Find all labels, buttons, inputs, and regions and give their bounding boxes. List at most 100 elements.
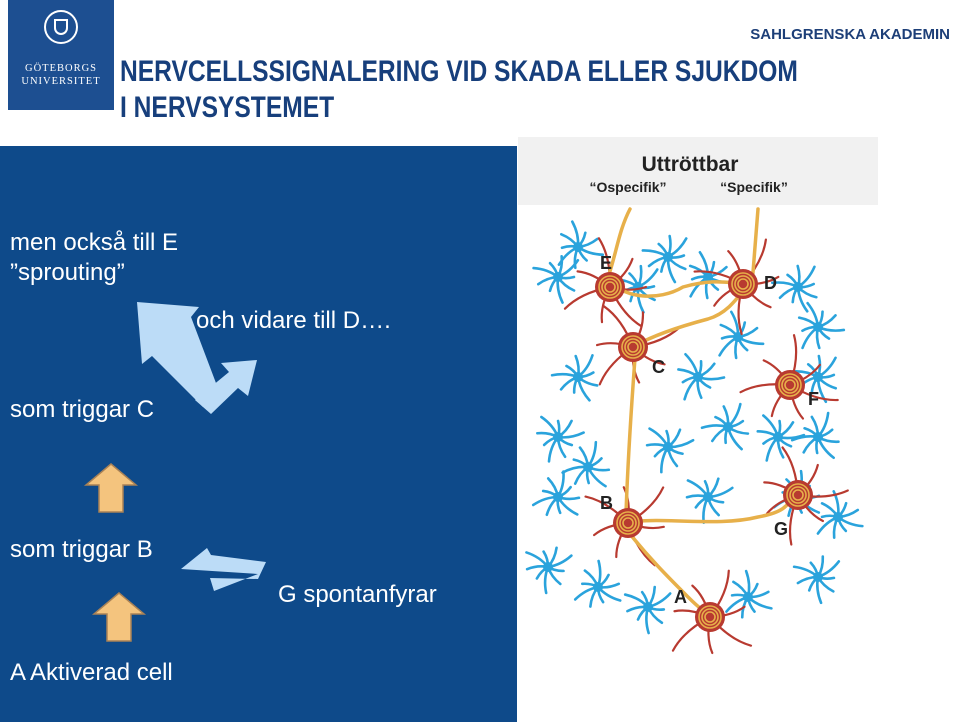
glia-cell (816, 490, 864, 539)
soma-ring (781, 376, 799, 394)
glia-body (793, 282, 803, 292)
arrow-up-to-b (91, 592, 147, 642)
label-d: D (764, 273, 777, 293)
neuron-somas (595, 269, 813, 632)
glia-body (703, 272, 713, 282)
neuron-network-diagram: Uttröttbar “Ospecifik” “Specifik” E D C … (518, 137, 878, 722)
label-b: B (600, 493, 613, 513)
soma-b (613, 508, 643, 538)
diagram-heading: Uttröttbar (642, 153, 739, 176)
text-g: G spontanfyrar (278, 581, 437, 608)
soma-ring (616, 511, 640, 535)
soma-ring (778, 373, 802, 397)
diagram-header-band (518, 137, 878, 205)
glia-body (813, 432, 823, 442)
glia-cell (718, 310, 765, 360)
glia-cell (525, 546, 573, 595)
logo-line-2: UNIVERSITET (21, 76, 101, 87)
glia-body (553, 432, 563, 442)
glia-cell (573, 559, 622, 608)
slide-title: NERVCELLSSIGNALERING VID SKADA ELLER SJU… (120, 55, 798, 124)
glia-body (813, 372, 823, 382)
soma-ring (601, 278, 619, 296)
glia-cell (792, 555, 841, 605)
soma-ring (621, 335, 645, 359)
glia-body (663, 442, 673, 452)
glia-body (773, 432, 783, 442)
glia-cell (531, 470, 581, 517)
soma-ring (624, 338, 642, 356)
glia-body (703, 492, 713, 502)
text-e-line1: men också till E (10, 229, 179, 256)
soma-c (618, 332, 648, 362)
glia-body (693, 372, 703, 382)
soma-ring (792, 489, 804, 501)
glia-body (733, 332, 743, 342)
glia-cell (645, 427, 695, 474)
glia-cell (685, 477, 734, 524)
label-c: C (652, 357, 665, 377)
soma-ring (789, 486, 807, 504)
arrow-to-d (195, 360, 257, 414)
glia-cell (623, 585, 672, 635)
soma-d (728, 269, 758, 299)
label-a: A (674, 587, 687, 607)
soma-ring (786, 483, 810, 507)
glia-cell (756, 414, 806, 462)
glia-body (593, 582, 603, 592)
arrow-to-e (137, 302, 219, 407)
glia-body (743, 592, 753, 602)
soma-a (695, 602, 725, 632)
arrow-up-to-c (83, 463, 139, 513)
text-b: som triggar B (10, 536, 153, 563)
text-c: som triggar C (10, 396, 155, 423)
text-e-line2: ”sprouting” (10, 259, 125, 286)
glia-cell (557, 220, 605, 270)
glia-body (813, 572, 823, 582)
logo-line-1: GÖTEBORGS (24, 63, 97, 74)
soma-ring (731, 272, 755, 296)
glia-body (663, 252, 673, 262)
diagram-subheading-right: “Specifik” (720, 179, 788, 195)
soma-e (595, 272, 625, 302)
organization-name: SAHLGRENSKA AKADEMIN (750, 26, 950, 43)
glia-body (723, 422, 733, 432)
glia-cell (532, 255, 580, 304)
soma-ring (704, 611, 716, 623)
glia-body (553, 492, 563, 502)
soma-ring (619, 514, 637, 532)
explanation-panel (0, 146, 517, 722)
glia-cells (525, 220, 864, 635)
diagram-subheading-left: “Ospecifik” (589, 179, 666, 195)
soma-f (775, 370, 805, 400)
arrow-from-g (181, 548, 266, 591)
cell-labels: E D C F B G A (600, 253, 819, 607)
glia-cell (725, 569, 773, 619)
soma-ring (737, 278, 749, 290)
glia-cell (641, 234, 688, 284)
text-e: men också till E ”sprouting” (10, 228, 178, 288)
glia-cell (771, 264, 818, 313)
glia-cell (797, 301, 846, 350)
glia-body (583, 462, 593, 472)
arrows-layer (83, 302, 266, 642)
glia-body (573, 242, 583, 252)
soma-ring (627, 341, 639, 353)
text-d: och vidare till D…. (196, 307, 391, 334)
soma-ring (701, 608, 719, 626)
soma-g (783, 480, 813, 510)
seal-icon (44, 10, 78, 44)
glia-cell (790, 411, 840, 460)
soma-ring (598, 275, 622, 299)
axon-paths (604, 207, 796, 617)
label-e: E (600, 253, 612, 273)
label-f: F (808, 389, 819, 409)
glia-body (573, 372, 583, 382)
glia-body (833, 512, 843, 522)
text-a: A Aktiverad cell (10, 659, 173, 686)
glia-body (643, 602, 653, 612)
soma-ring (604, 281, 616, 293)
glia-body (543, 562, 553, 572)
university-logo: GÖTEBORGS UNIVERSITET (8, 0, 114, 110)
glia-cell (677, 352, 726, 401)
